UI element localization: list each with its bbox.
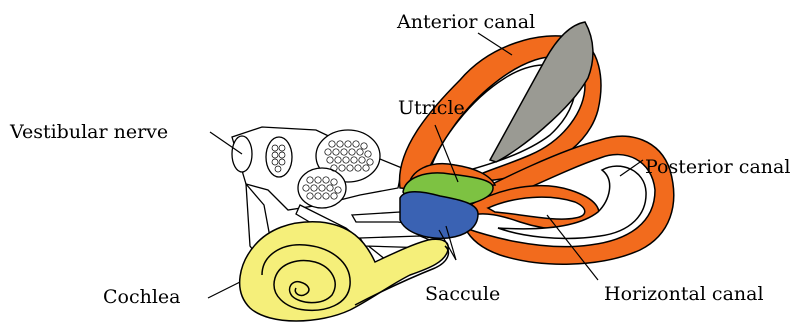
horizontal-canal-label: Horizontal canal [604,285,764,304]
posterior-canal-label: Posterior canal [645,158,790,177]
anterior-canal-label: Anterior canal [397,13,535,32]
cochlea-leader [208,282,240,298]
cochlea-label: Cochlea [103,288,181,307]
vestibular-nerve-label: Vestibular nerve [10,123,168,142]
utricle-label: Utricle [398,99,465,118]
saccule-label: Saccule [425,285,500,304]
